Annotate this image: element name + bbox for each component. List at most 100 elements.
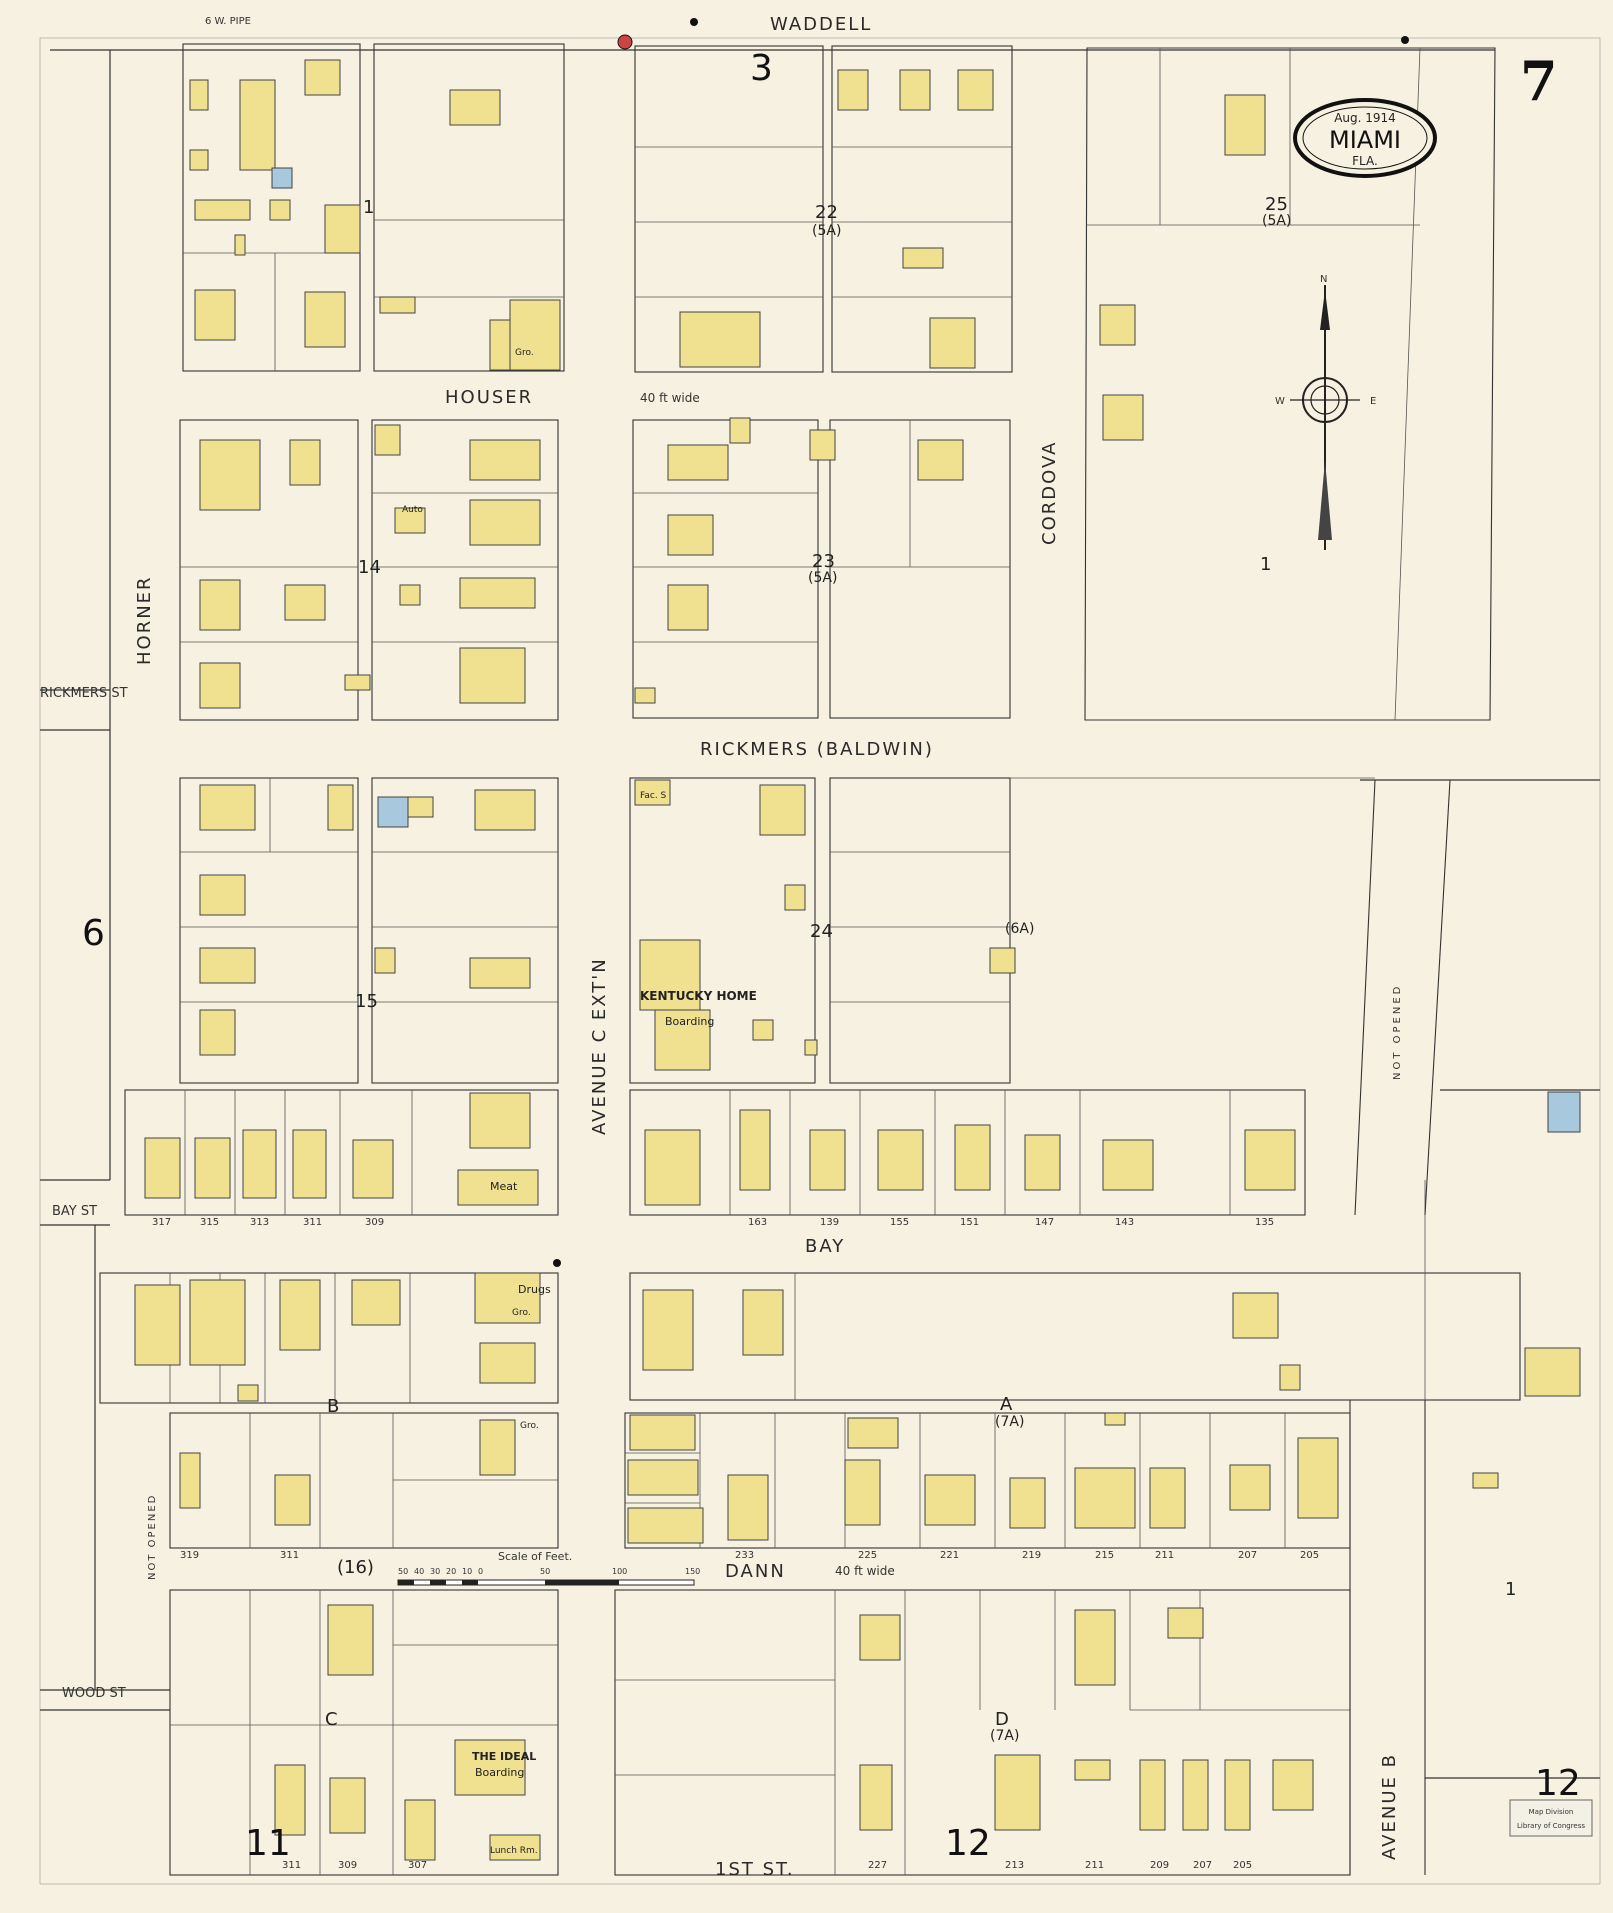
block-24: 24: [810, 921, 833, 942]
address-209-first: 209: [1150, 1860, 1169, 1871]
block-D: [614, 1472, 1499, 1876]
block-14: 14: [358, 557, 381, 578]
block-D: D: [995, 1709, 1009, 1730]
addresses-bay-north: 317 315 313 311 309 163 139 155 151 147 …: [152, 1217, 1274, 1228]
label-fac: Fac. S: [640, 791, 667, 801]
address-205-first: 205: [1233, 1860, 1252, 1871]
scale-tick-50: 50: [540, 1567, 550, 1576]
compass-e: E: [1370, 396, 1376, 407]
not-opened-west: NOT OPENED: [147, 1494, 158, 1580]
stamp-line-1: Map Division: [1529, 1808, 1574, 1816]
block-D-7a: (7A): [990, 1728, 1019, 1744]
scale-label: Scale of Feet.: [498, 1550, 572, 1563]
label-the-ideal: THE IDEAL: [472, 1750, 536, 1763]
scale-tick-100: 100: [612, 1567, 627, 1576]
block-B: B: [327, 1396, 339, 1417]
address-219: 219: [1022, 1550, 1041, 1561]
block-22: 22: [815, 202, 838, 223]
label-lunch-room: Lunch Rm.: [490, 1846, 538, 1856]
street-horner: HORNER: [134, 575, 155, 665]
address-205: 205: [1300, 1550, 1319, 1561]
address-215: 215: [1095, 1550, 1114, 1561]
label-boarding-kh: Boarding: [665, 1015, 714, 1028]
street-waddell: WADDELL: [770, 14, 872, 35]
label-meat: Meat: [490, 1180, 518, 1193]
block-24: [629, 777, 1375, 1084]
scale-tick-20: 20: [446, 1567, 456, 1576]
block-25-sub: (5A): [1262, 213, 1291, 229]
street-first: 1ST ST.: [715, 1859, 795, 1880]
scale-bar: Scale of Feet. 50 40 30 20 10 0 50 100 1…: [397, 1550, 700, 1586]
address-147: 147: [1035, 1217, 1054, 1228]
address-151: 151: [960, 1217, 979, 1228]
badge-date: Aug. 1914: [1334, 111, 1396, 125]
houser-width: 40 ft wide: [640, 391, 700, 405]
block-A-7a: (7A): [995, 1414, 1024, 1430]
address-309: 309: [365, 1217, 384, 1228]
block-25: 25: [1265, 194, 1288, 215]
block-A: A: [1000, 1394, 1013, 1415]
stamp-line-2: Library of Congress: [1517, 1822, 1585, 1830]
label-boarding-ideal: Boarding: [475, 1766, 524, 1779]
address-135: 135: [1255, 1217, 1274, 1228]
address-139: 139: [820, 1217, 839, 1228]
address-143: 143: [1115, 1217, 1134, 1228]
address-319: 319: [180, 1550, 199, 1561]
right-streets: [1349, 779, 1451, 1875]
adjacent-sheet-11: 11: [245, 1823, 291, 1864]
gw-pipe-label: 6 W. PIPE: [205, 16, 251, 27]
block-1a: 1: [363, 197, 374, 218]
street-avenue-c: AVENUE C EXT'N: [589, 957, 610, 1135]
block-23: [632, 417, 1011, 719]
address-227-first: 227: [868, 1860, 887, 1871]
address-213-first: 213: [1005, 1860, 1024, 1871]
street-lines: [40, 49, 1600, 1779]
street-houser: HOUSER: [445, 387, 533, 408]
address-211: 211: [1155, 1550, 1174, 1561]
scale-tick-30: 30: [430, 1567, 440, 1576]
block-bay-north-right: [629, 1089, 1581, 1216]
scale-tick-40: 40: [414, 1567, 424, 1576]
label-gro-3: Gro.: [515, 348, 534, 358]
block-22: [634, 45, 1013, 373]
block-C: C: [325, 1709, 338, 1730]
scale-tick-50a: 50: [398, 1567, 408, 1576]
block-1c: 1: [1505, 1579, 1516, 1600]
block-A-bay-south: [629, 1180, 1581, 1790]
address-311-first: 311: [282, 1860, 301, 1871]
addresses-first-st: 311 309 307 227 213 211 209 207 205: [282, 1860, 1252, 1871]
address-207: 207: [1238, 1550, 1257, 1561]
scale-tick-10: 10: [462, 1567, 472, 1576]
compass-n: N: [1320, 274, 1327, 285]
block-15: [179, 777, 559, 1084]
block-22-sub: (5A): [812, 223, 841, 239]
badge-state: FLA.: [1352, 154, 1378, 168]
sheet-number: 7: [1520, 49, 1558, 113]
block-top-left: [182, 43, 565, 372]
address-233: 233: [735, 1550, 754, 1561]
label-drugs: Drugs: [518, 1283, 551, 1296]
label-gro-1: Gro.: [512, 1308, 531, 1318]
badge-city: MIAMI: [1329, 126, 1401, 154]
address-309-first: 309: [338, 1860, 357, 1871]
address-155: 155: [890, 1217, 909, 1228]
hydrant-icon: [1401, 36, 1409, 44]
block-A-7A: [169, 1412, 1351, 1549]
hydrant-icon: [690, 18, 698, 26]
block-C: [169, 1589, 559, 1876]
address-221: 221: [940, 1550, 959, 1561]
address-211-first: 211: [1085, 1860, 1104, 1871]
street-rickmers: RICKMERS (BALDWIN): [700, 739, 934, 760]
compass-rose-icon: N E W: [1275, 274, 1376, 550]
address-225: 225: [858, 1550, 877, 1561]
block-16: (16): [337, 1557, 374, 1578]
street-cordova: CORDOVA: [1039, 441, 1060, 545]
label-kentucky-home: KENTUCKY HOME: [640, 989, 757, 1003]
address-313: 313: [250, 1217, 269, 1228]
city-badge: Aug. 1914 MIAMI FLA.: [1293, 98, 1437, 178]
street-dann: DANN: [725, 1561, 786, 1582]
block-6a: (6A): [1005, 921, 1034, 937]
adjacent-sheet-6: 6: [82, 913, 105, 954]
fire-alarm-icon: [617, 34, 633, 50]
addresses-dann: 319 311 233 225 221 219 215 211 207 205: [180, 1550, 1319, 1561]
